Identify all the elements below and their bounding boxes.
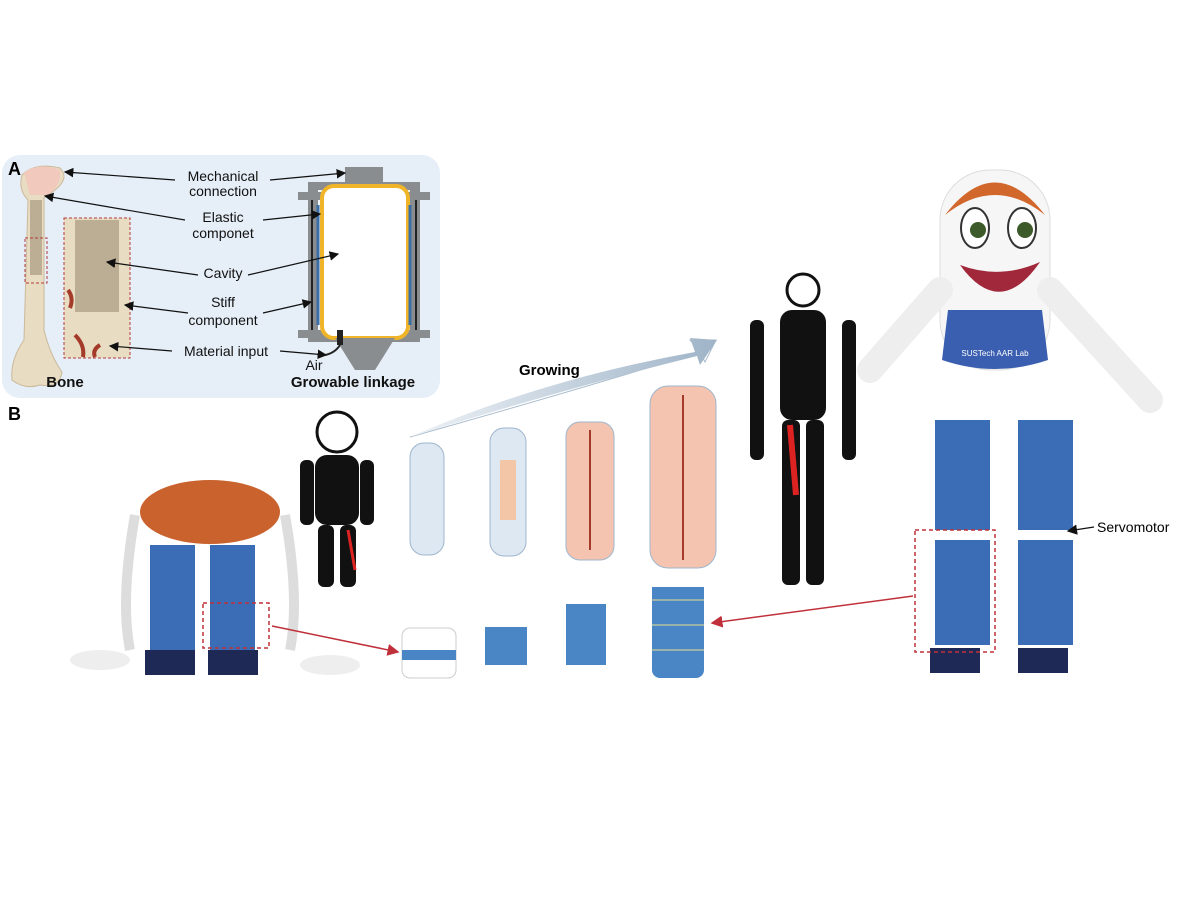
linkage-stages [401, 573, 704, 680]
label: Elastic [202, 209, 243, 225]
linkage-caption: Growable linkage [291, 374, 415, 391]
panel-b-letter: B [8, 404, 21, 424]
panel-a-labels: Mechanical connection Elastic componet C… [46, 168, 415, 391]
growing-label: Growing [519, 362, 580, 379]
red-arrow-left [271, 625, 400, 656]
red-arrow-right [710, 595, 914, 628]
label: connection [189, 183, 257, 199]
linkage-illustration [298, 167, 430, 370]
label: Cavity [204, 265, 243, 281]
label: Air [305, 357, 322, 373]
panel-a-arrows [43, 167, 347, 360]
bone-growth-stages [409, 385, 717, 569]
label: Material input [184, 343, 268, 359]
label: componet [192, 225, 254, 241]
robot-logo-text: SUSTech AAR Lab [961, 349, 1029, 358]
baby-skeleton [300, 410, 374, 587]
growing-arrow [410, 338, 717, 437]
collapsed-robot-photo [70, 480, 360, 675]
panel-a-letter: A [8, 159, 21, 179]
servomotor-label: Servomotor [1097, 519, 1170, 535]
label: Stiff [211, 294, 235, 310]
bone-illustration [11, 165, 131, 388]
label: Mechanical [188, 168, 259, 184]
bone-caption: Bone [46, 374, 84, 391]
robot-photo: SUSTech AAR Lab [857, 169, 1163, 673]
panel-a: A Mechanical connection [2, 155, 440, 398]
adult-skeleton [750, 272, 856, 585]
label: component [188, 312, 257, 328]
panel-b: B Growing [8, 169, 1170, 680]
